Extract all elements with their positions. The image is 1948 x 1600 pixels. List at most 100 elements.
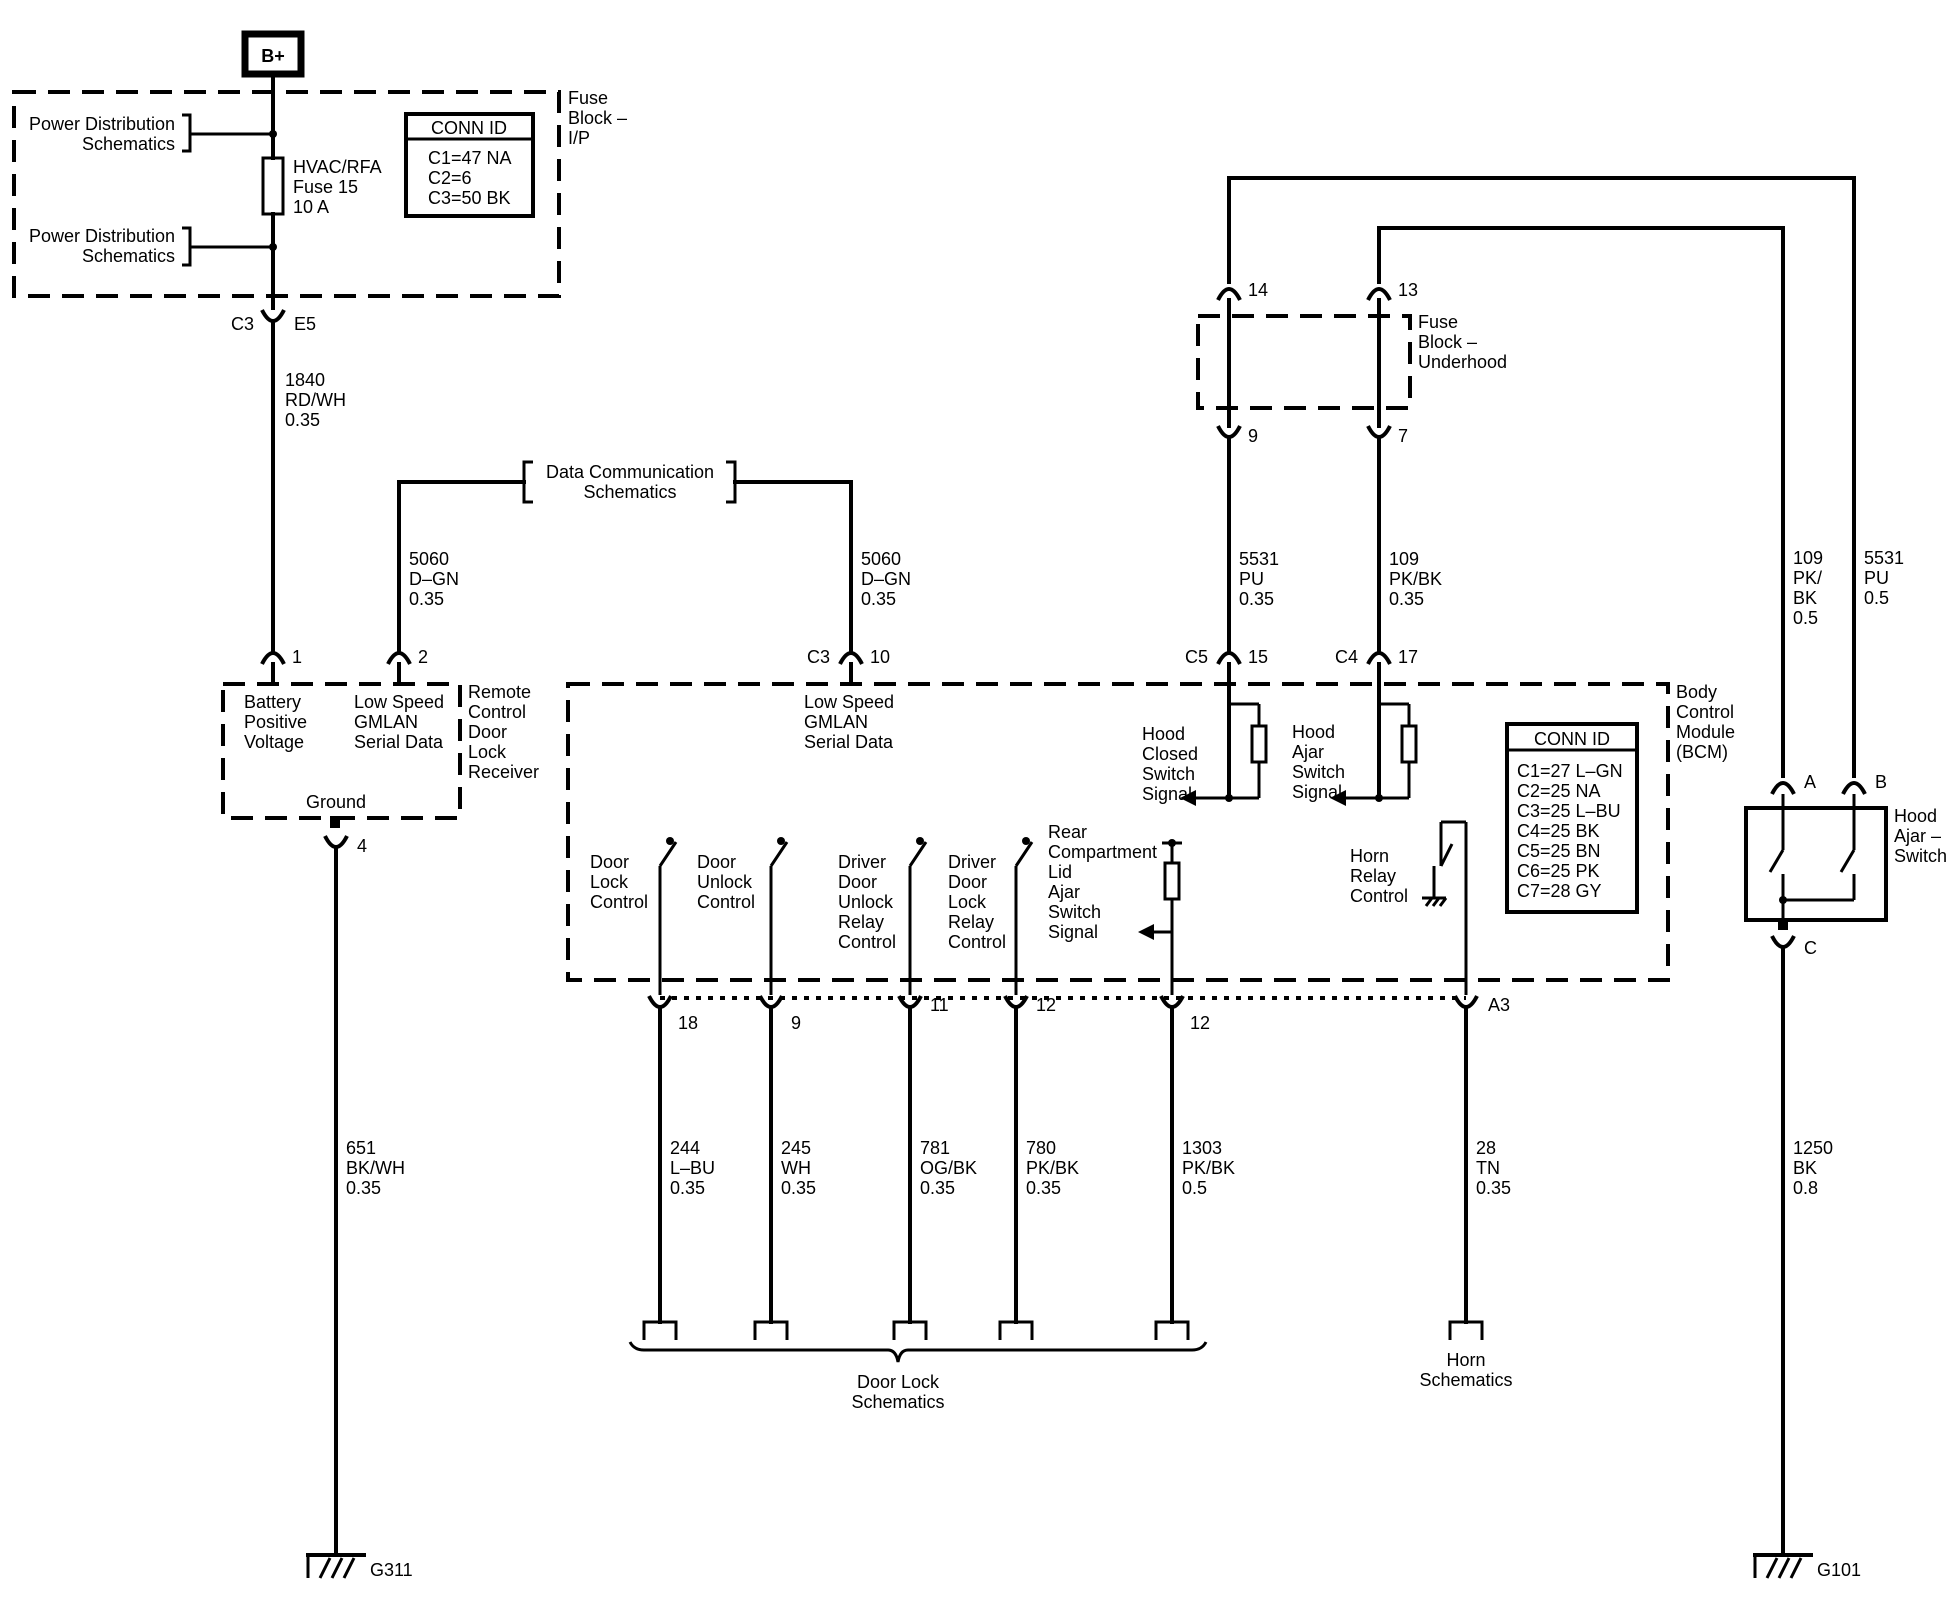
bcm-pin-11-icon: [897, 995, 923, 1009]
bcm-pin-11-label: 11: [930, 995, 949, 1015]
fuse-block-ip-label: Fuse: [568, 88, 608, 108]
bcm-pin-12a-icon: [1003, 995, 1029, 1009]
bcm-pin-18-icon: [647, 995, 673, 1009]
door-lock-driver-switch-icon: [658, 837, 678, 995]
uh-pin-13-label: 13: [1398, 280, 1418, 300]
conn-id-box-bcm: [1505, 722, 1639, 914]
horn-relay-driver-switch-icon: [1422, 820, 1468, 995]
hood-switch-pin-c-label: C: [1804, 938, 1817, 958]
hood-ajar-arrow-icon: [1330, 790, 1346, 806]
bcm-pin-12b-icon: [1159, 995, 1185, 1009]
hood-switch-pin-b-icon: [1841, 781, 1867, 795]
door-unlock-driver-switch-icon: [769, 837, 789, 995]
driver-door-unlock-switch-icon: [908, 837, 928, 995]
bplus-label: B+: [261, 46, 285, 66]
ground-g311-label: G311: [370, 1560, 413, 1580]
driver-door-lock-switch-icon: [1014, 837, 1034, 995]
uh-pin-7-label: 7: [1398, 426, 1408, 446]
ground-g101-icon: [1753, 1553, 1813, 1579]
conn-id-title-ip: CONN ID: [431, 118, 507, 138]
bcm-c4-label: C4: [1335, 647, 1358, 667]
hood-switch-pin-a-icon: [1770, 781, 1796, 795]
bcm-pin-9-label: 9: [791, 1013, 801, 1033]
bcm-gmlan-connector-label: C3: [807, 647, 830, 667]
rcdlr-pin-1-icon: [260, 651, 286, 665]
bcm-pin-15-label: 15: [1248, 647, 1268, 667]
uh-pin-7-icon: [1366, 425, 1392, 439]
hood-ajar-pullup-resistor-icon: [1400, 724, 1418, 764]
rcdlr-pin-2-icon: [386, 651, 412, 665]
uh-pin-14-label: 14: [1248, 280, 1268, 300]
hood-switch-pin-a-label: A: [1804, 772, 1816, 792]
rcdlr-pin-2-label: 2: [418, 647, 428, 667]
ground-g101-label: G101: [1817, 1560, 1861, 1580]
bcm-pin-18-label: 18: [678, 1013, 698, 1033]
bcm-pin-9-icon: [758, 995, 784, 1009]
bcm-gmlan-pin-label: 10: [870, 647, 890, 667]
connector-c3-e5-icon: [260, 309, 286, 323]
uh-pin-14-icon: [1216, 287, 1242, 301]
bcm-pin-12b-label: 12: [1190, 1013, 1210, 1033]
conn-id-box-ip: [404, 112, 535, 218]
hood-closed-pullup-resistor-icon: [1250, 724, 1268, 764]
fuse-15-icon: [261, 156, 285, 216]
ground-g311-icon: [306, 1553, 366, 1579]
hood-switch-pin-b-label: B: [1875, 772, 1887, 792]
bcm-pin-17-label: 17: [1398, 647, 1418, 667]
uh-pin-9-icon: [1216, 425, 1242, 439]
hood-switch-pin-c-icon: [1770, 935, 1796, 949]
bcm-c5-label: C5: [1185, 647, 1208, 667]
connector-c3-label: C3: [231, 314, 254, 334]
bcm-pin-12a-label: 12: [1036, 995, 1056, 1015]
rcdlr-ground-label: Ground: [306, 792, 366, 812]
rcdlr-pin-4-icon: [323, 835, 349, 849]
hood-closed-arrow-icon: [1180, 790, 1196, 806]
rcdlr-pin-4-label: 4: [357, 836, 367, 856]
